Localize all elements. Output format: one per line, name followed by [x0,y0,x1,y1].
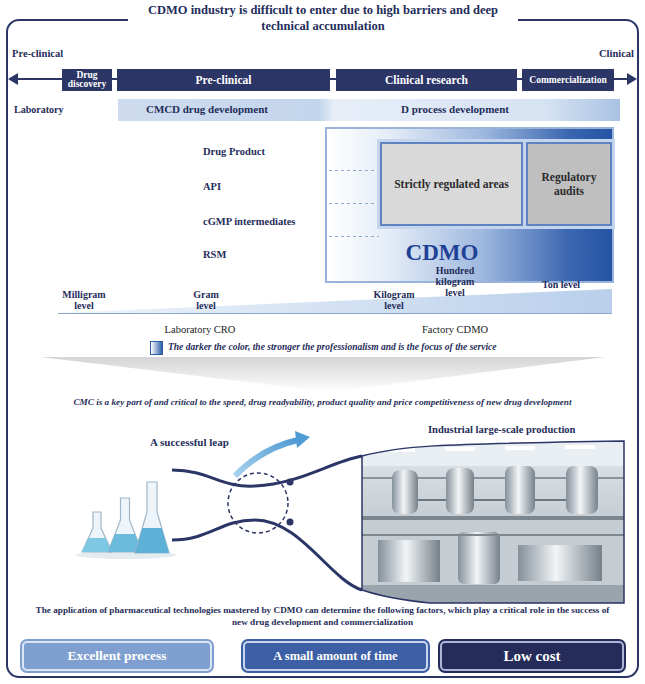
label-text: Kilogram level [366,289,422,311]
label-text: Factory CDMO [395,324,515,337]
phase-bar: Drug discovery [62,69,112,91]
title-text: CDMO industry is difficult to enter due … [136,3,510,34]
label-text: API [203,181,323,194]
node-text: Strictly regulated areas [394,177,509,191]
node-text: Excellent process [67,648,166,664]
label-text: cGMP intermediates [203,216,323,229]
label-text: Industrial large-scale production [428,424,623,437]
label-box: Industrial large-scale production [428,424,623,437]
label-box: Hundred kilogram level [425,265,485,298]
cdmo-region: CDMO Strictly regulated areas Regulatory a… [325,127,614,283]
phase-bar: Commercialization [522,69,614,91]
development-band: CMCD drug development D process developme… [118,99,620,121]
label-text: Gram level [186,289,226,311]
label-box: The application of pharmaceutical techno… [30,605,615,628]
label-text: Hundred kilogram level [425,265,485,298]
title-tab: CDMO industry is difficult to enter due … [128,3,518,34]
label-text: Laboratory [14,104,104,116]
label-box: Gram level [186,289,226,311]
label-text: A successful leap [150,436,260,449]
node-text: CMC [146,103,172,116]
label-text: Laboratory CRO [140,324,260,337]
label-box: Pre-clinical [12,48,102,61]
node-text: CDMO [362,240,522,265]
label-box: Laboratory CRO [140,324,260,337]
node-text: D process development [380,103,530,116]
label-text: Drug Product [203,146,323,159]
node-text: Regulatory audits [531,170,607,199]
node-text: Clinical research [385,74,468,86]
phase-bar: Pre-clinical [117,69,330,91]
node-text: Pre-clinical [196,74,252,86]
label-text: Pre-clinical [12,48,102,61]
factor-box: Excellent process [22,641,212,671]
label-box: Drug Product [203,146,323,159]
label-box: Clinical [554,48,634,61]
label-box: Laboratory [14,104,104,116]
label-text: RSM [203,249,323,262]
label-text: Milligram level [55,289,113,311]
legend-swatch [150,341,163,355]
node-text: D drug development [172,103,268,116]
factor-box: A small amount of time [243,641,428,671]
label-text: The application of pharmaceutical techno… [30,605,615,628]
label-text: Clinical [554,48,634,61]
legend-text: The darker the color, the stronger the p… [168,342,497,353]
phase-bar: Clinical research [336,69,517,91]
node-text: A small amount of time [273,649,397,664]
label-box: Kilogram level [366,289,422,311]
label-box: API [203,181,323,194]
node-text: Drug discovery [65,71,109,90]
label-box: A successful leap [150,436,260,449]
label-box: Factory CDMO [395,324,515,337]
label-text: CMC is a key part of and critical to the… [10,397,635,408]
node-text: Low cost [503,648,560,665]
label-box: cGMP intermediates [203,216,323,229]
label-box: CMC is a key part of and critical to the… [10,397,635,408]
legend-row: The darker the color, the stronger the p… [150,341,630,355]
label-box: RSM [203,249,323,262]
audit-box: Regulatory audits [526,142,612,226]
regulated-box: Strictly regulated areas [380,142,523,226]
label-box: Milligram level [55,289,113,311]
node-text: Commercialization [529,75,606,85]
label-text: Ton level [541,279,581,290]
label-box: Ton level [541,279,581,290]
factor-box: Low cost [440,641,624,671]
